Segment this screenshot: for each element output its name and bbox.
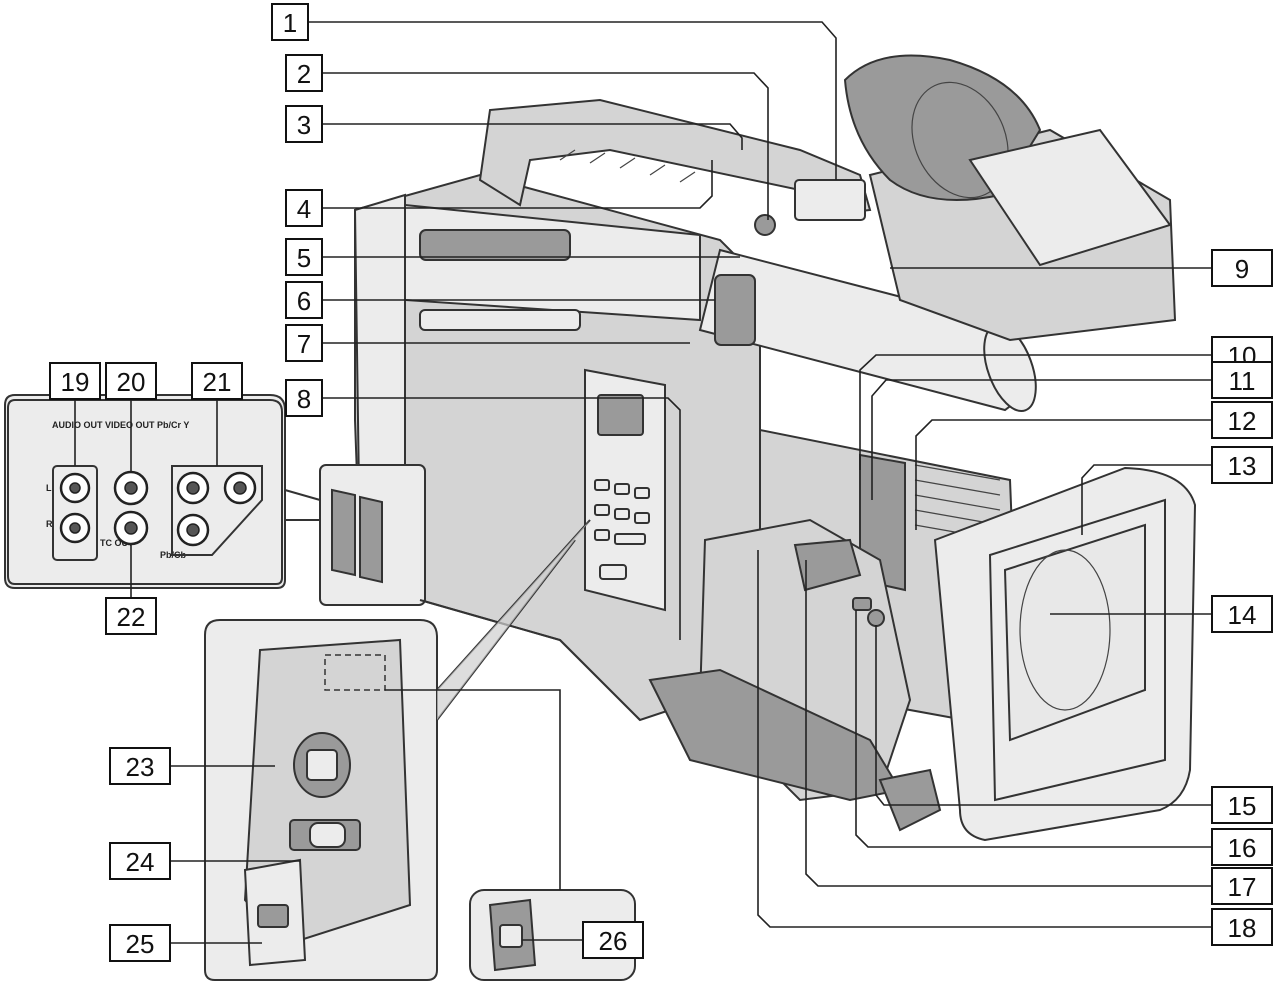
handle-knob — [754, 214, 776, 236]
svg-text:8: 8 — [297, 384, 311, 414]
svg-text:2: 2 — [297, 59, 311, 89]
svg-text:4: 4 — [297, 194, 311, 224]
projection-wedge — [437, 520, 590, 720]
svg-text:19: 19 — [61, 367, 90, 397]
zoom-lever — [793, 538, 862, 592]
callout-14: 14 — [1211, 595, 1273, 633]
audio-video-out-label: AUDIO OUT VIDEO OUT Pb/Cr Y — [52, 420, 189, 430]
svg-text:22: 22 — [117, 602, 146, 632]
handle-grip-ridges — [559, 149, 696, 183]
svg-text:24: 24 — [126, 847, 155, 877]
connector-panel-frame-line — [7, 399, 283, 585]
svg-text:26: 26 — [599, 926, 628, 956]
side-slot — [419, 309, 581, 331]
callout-9: 9 — [1211, 249, 1273, 287]
callout-23: 23 — [109, 747, 171, 785]
side-vent — [419, 229, 571, 261]
eyecup-rings — [911, 81, 1009, 199]
callout-1: 1 — [271, 3, 309, 41]
lens-glass — [1003, 523, 1146, 742]
svg-text:12: 12 — [1228, 406, 1257, 436]
control-lcd — [597, 394, 644, 436]
l-label: L — [46, 483, 52, 493]
callout-15: 15 — [1211, 786, 1273, 824]
callout-5: 5 — [285, 238, 323, 276]
lower-body-edge — [419, 599, 641, 721]
svg-text:6: 6 — [297, 286, 311, 316]
callout-24: 24 — [109, 842, 171, 880]
svg-text:9: 9 — [1235, 254, 1249, 284]
svg-text:3: 3 — [297, 110, 311, 140]
component-jack-group — [171, 465, 263, 556]
callout-12: 12 — [1211, 401, 1273, 439]
accessory-shoe — [794, 179, 866, 221]
callout-8: 8 — [285, 379, 323, 417]
mic-holder — [714, 274, 756, 346]
grip-button-rec — [867, 609, 885, 627]
svg-text:23: 23 — [126, 752, 155, 782]
svg-text:13: 13 — [1228, 451, 1257, 481]
callout-17: 17 — [1211, 867, 1273, 905]
callout-4: 4 — [285, 189, 323, 227]
hidden-jack-outline — [324, 654, 386, 691]
svg-text:7: 7 — [297, 329, 311, 359]
grip-strap-buckle — [878, 768, 942, 832]
svg-text:5: 5 — [297, 243, 311, 273]
callout-2: 2 — [285, 54, 323, 92]
svg-text:16: 16 — [1228, 833, 1257, 863]
control-buttons — [594, 479, 650, 580]
callout-21: 21 — [191, 362, 243, 400]
callout-19: 19 — [49, 362, 101, 400]
camcorder-illustration — [319, 54, 1197, 842]
callout-13: 13 — [1211, 446, 1273, 484]
callout-3: 3 — [285, 105, 323, 143]
callout-26: 26 — [582, 921, 644, 959]
callout-7: 7 — [285, 324, 323, 362]
leader-lines — [74, 21, 1212, 944]
callout-22: 22 — [105, 597, 157, 635]
r-label: R — [46, 519, 53, 529]
bottom-inset — [204, 519, 591, 981]
svg-text:20: 20 — [117, 367, 146, 397]
svg-text:18: 18 — [1228, 913, 1257, 943]
zoom-ring — [914, 464, 1001, 541]
callout-18: 18 — [1211, 908, 1273, 946]
svg-text:21: 21 — [203, 367, 232, 397]
grip-button — [852, 597, 872, 611]
connector-panel-inset: AUDIO OUT VIDEO OUT Pb/Cr Y L R TC OUT P… — [4, 394, 321, 589]
callout-25: 25 — [109, 924, 171, 962]
callout-20: 20 — [105, 362, 157, 400]
callout-16: 16 — [1211, 828, 1273, 866]
svg-text:1: 1 — [283, 8, 297, 38]
svg-text:11: 11 — [1229, 366, 1256, 396]
tc-out-label: TC OUT — [100, 538, 134, 548]
lens-element — [1019, 549, 1111, 711]
svg-text:14: 14 — [1228, 600, 1257, 630]
callout-11: 11 — [1211, 361, 1273, 399]
lcd-flap — [968, 128, 1172, 267]
svg-text:15: 15 — [1228, 791, 1257, 821]
svg-text:25: 25 — [126, 929, 155, 959]
svg-text:17: 17 — [1228, 872, 1257, 902]
callout-6: 6 — [285, 281, 323, 319]
